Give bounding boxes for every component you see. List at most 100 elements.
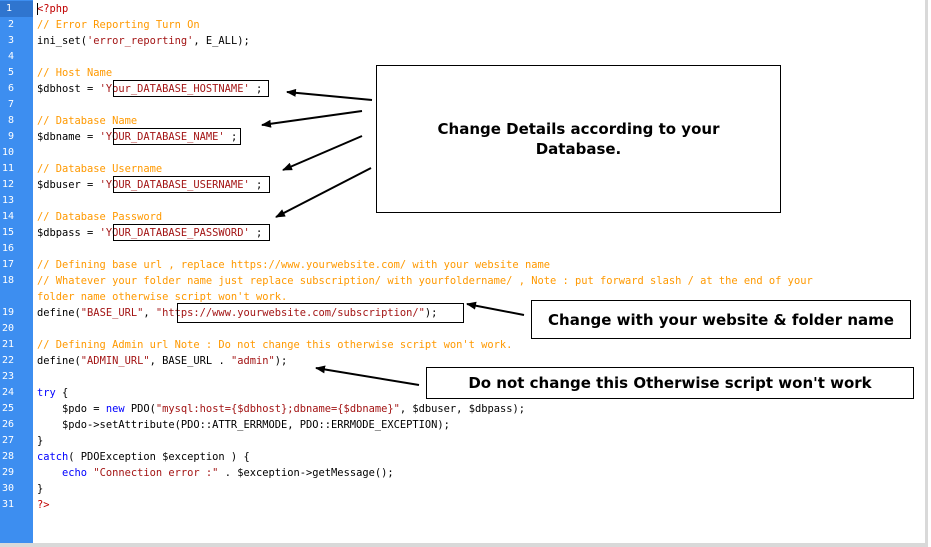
line-number: 15	[1, 227, 14, 238]
code-token: ;	[249, 83, 263, 95]
code-token: try	[37, 387, 56, 399]
code-token: ini_set(	[37, 35, 88, 47]
code-token: $pdo =	[37, 403, 106, 415]
code-token: 'error_reporting'	[87, 35, 194, 47]
line-number: 24	[1, 387, 14, 398]
line-number: 29	[1, 467, 14, 478]
code-token: ?>	[37, 499, 50, 511]
code-line: define("BASE_URL", "https://www.yourwebs…	[37, 305, 437, 321]
highlight-username	[113, 176, 270, 193]
code-token: $dbuser =	[37, 179, 100, 191]
code-token: // Database Username	[37, 163, 163, 175]
line-number: 22	[1, 355, 14, 366]
code-token: );	[274, 355, 288, 367]
code-line: $dbname = 'YOUR_DATABASE_NAME' ;	[37, 129, 237, 145]
code-line: $pdo = new PDO("mysql:host={$dbhost};dbn…	[37, 401, 525, 417]
code-token: , BASE_URL .	[149, 355, 231, 367]
code-line: }	[37, 481, 43, 497]
line-number: 17	[1, 259, 14, 270]
code-line: // Error Reporting Turn On	[37, 17, 200, 33]
code-line: // Host Name	[37, 65, 112, 81]
line-number: 19	[1, 307, 14, 318]
code-line: ini_set('error_reporting', E_ALL);	[37, 33, 250, 49]
code-token: 'YOUR_DATABASE_PASSWORD'	[99, 227, 250, 239]
code-token: , $dbuser, $dbpass);	[399, 403, 525, 415]
code-token: ;	[224, 131, 238, 143]
code-line: $dbuser = 'YOUR_DATABASE_USERNAME' ;	[37, 177, 262, 193]
code-token: define(	[37, 307, 81, 319]
code-token: 'YOUR_DATABASE_USERNAME'	[99, 179, 250, 191]
line-number: 6	[7, 83, 14, 94]
code-token: $dbname =	[37, 131, 100, 143]
code-token: folder name otherwise script won't work.	[37, 291, 288, 303]
line-number: 31	[1, 499, 14, 510]
line-number: 8	[7, 115, 14, 126]
callout-database: Change Details according to your Databas…	[376, 65, 781, 213]
line-number: 7	[7, 99, 14, 110]
code-token: // Defining Admin url Note : Do not chan…	[37, 339, 513, 351]
code-token: $pdo->setAttribute(PDO::ATTR_ERRMODE, PD…	[37, 419, 450, 431]
code-token: $dbpass =	[37, 227, 100, 239]
line-number: 20	[1, 323, 14, 334]
line-number: 23	[1, 371, 14, 382]
line-number: 16	[1, 243, 14, 254]
line-number: 2	[7, 19, 14, 30]
code-token: <?php	[37, 3, 69, 15]
callout-admin: Do not change this Otherwise script won'…	[426, 367, 914, 399]
code-token: . $exception->getMessage();	[218, 467, 394, 479]
code-line: $pdo->setAttribute(PDO::ATTR_ERRMODE, PD…	[37, 417, 450, 433]
code-token: }	[37, 435, 44, 447]
line-number: 30	[1, 483, 14, 494]
callout-database-text: Change Details according to your Databas…	[437, 120, 720, 158]
line-number: 21	[1, 339, 14, 350]
code-token: $dbhost =	[37, 83, 100, 95]
code-token: 'YOUR_DATABASE_NAME'	[99, 131, 225, 143]
code-token: "admin"	[230, 355, 275, 367]
code-line: <?php	[37, 1, 68, 17]
code-token: // Defining base url , replace https://w…	[37, 259, 550, 271]
code-line: catch( PDOException $exception ) {	[37, 449, 250, 465]
code-token: "ADMIN_URL"	[80, 355, 150, 367]
code-token: // Database Name	[37, 115, 138, 127]
text-cursor	[37, 3, 38, 15]
code-line: // Defining Admin url Note : Do not chan…	[37, 337, 512, 353]
line-number: 26	[1, 419, 14, 430]
code-token	[37, 467, 62, 479]
code-token: "https://www.yourwebsite.com/subscriptio…	[155, 307, 425, 319]
line-number: 10	[1, 147, 14, 158]
code-line: // Database Username	[37, 161, 162, 177]
line-number: 3	[7, 35, 14, 46]
code-token: "mysql:host={$dbhost};dbname={$dbname}"	[155, 403, 400, 415]
code-token: // Whatever your folder name just replac…	[37, 275, 813, 287]
code-line: echo "Connection error :" . $exception->…	[37, 465, 394, 481]
line-number: 27	[1, 435, 14, 446]
code-token: PDO(	[124, 403, 156, 415]
code-token: define(	[37, 355, 81, 367]
line-number: 5	[7, 67, 14, 78]
code-line: }	[37, 433, 43, 449]
highlight-dbname	[113, 128, 241, 145]
code-token: // Error Reporting Turn On	[37, 19, 200, 31]
code-token: ;	[249, 227, 263, 239]
code-token: // Database Password	[37, 211, 163, 223]
line-number: 13	[1, 195, 14, 206]
code-line: ?>	[37, 497, 50, 513]
code-line: define("ADMIN_URL", BASE_URL . "admin");	[37, 353, 287, 369]
callout-website: Change with your website & folder name	[531, 300, 911, 339]
code-line: $dbpass = 'YOUR_DATABASE_PASSWORD' ;	[37, 225, 262, 241]
code-token: // Host Name	[37, 67, 113, 79]
line-number: 12	[1, 179, 14, 190]
highlight-base-url	[177, 303, 464, 323]
callout-admin-text: Do not change this Otherwise script won'…	[468, 374, 872, 392]
code-token: new	[105, 403, 125, 415]
line-number: 1	[0, 1, 33, 17]
line-number: 25	[1, 403, 14, 414]
line-number: 18	[1, 275, 14, 286]
code-line: try {	[37, 385, 68, 401]
code-line: // Whatever your folder name just replac…	[37, 273, 813, 289]
code-token: ( PDOException $exception ) {	[68, 451, 250, 463]
code-token: "BASE_URL"	[80, 307, 144, 319]
code-token: catch	[37, 451, 69, 463]
